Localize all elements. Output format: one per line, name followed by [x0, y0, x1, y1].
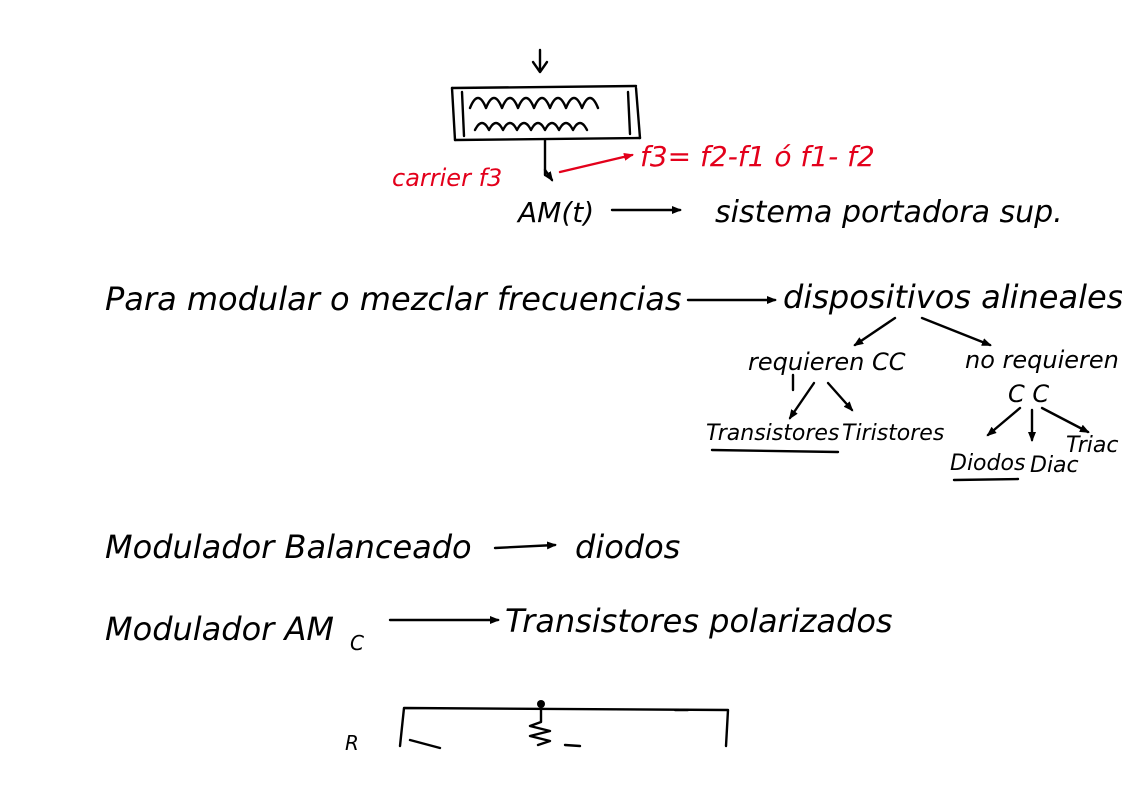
modulator-balanced-label: Modulador Balanceado: [105, 528, 472, 566]
branch-tiristores-arrow: [826, 381, 854, 412]
devices-label: dispositivos alineales: [783, 278, 1122, 316]
branch-requieren-arrow: [853, 316, 897, 347]
modulator-am-label: Modulador AM: [105, 610, 334, 648]
no-requieren-label: no requieren: [965, 346, 1119, 374]
circuit-label: R: [345, 731, 359, 755]
system-label: sistema portadora sup.: [715, 195, 1063, 230]
tiristores-label: Tiristores: [842, 421, 944, 446]
mixing-lead-text: Para modular o mezclar frecuencias: [105, 280, 682, 318]
triac-label: Triac: [1066, 433, 1118, 458]
requieren-cc-label: requieren CC: [748, 348, 906, 376]
frequency-formula: f3= f2-f1 ó f1- f2: [640, 140, 875, 173]
transformer-sketch: [450, 48, 642, 182]
modulator-am-subscript: C: [350, 631, 364, 655]
carrier-label: carrier f3: [392, 164, 502, 192]
diodos-underline: [952, 477, 1020, 482]
transistores-underline: [710, 448, 840, 454]
am-label: AM(t): [516, 196, 594, 229]
branch-transistores-arrow: [788, 381, 816, 420]
transistores-label: Transistores: [706, 421, 839, 446]
branch-triac-arrow: [1040, 406, 1090, 434]
diac-label: Diac: [1030, 453, 1079, 478]
branch-no-requieren-arrow: [920, 316, 992, 347]
modulator-balanced-arrow: [493, 541, 557, 550]
diodos-label: Diodos: [950, 451, 1025, 476]
carrier-arrow: [558, 152, 634, 174]
modulator-balanced-result: diodos: [575, 528, 680, 566]
circuit-sketch: [398, 700, 730, 750]
cc-label: C C: [1008, 380, 1049, 408]
branch-diodos-arrow: [986, 406, 1022, 437]
modulator-am-result: Transistores polarizados: [505, 602, 893, 640]
